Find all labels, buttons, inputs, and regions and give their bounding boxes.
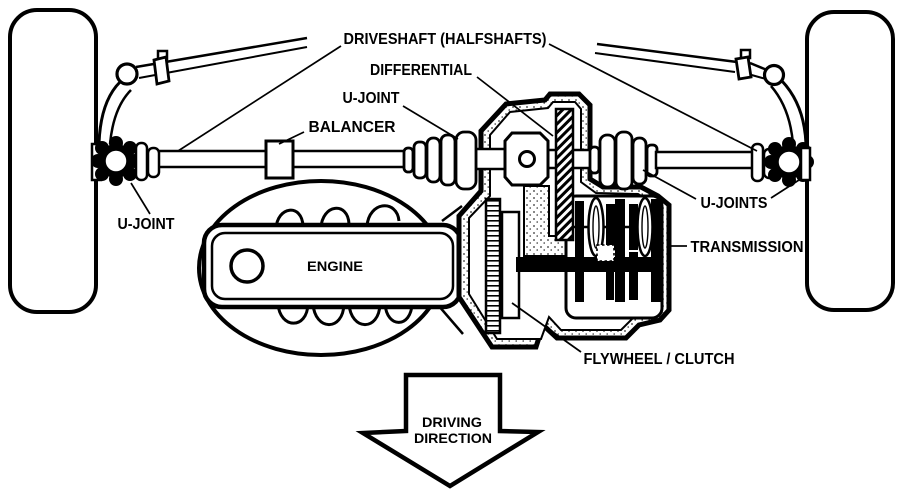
boot-rib xyxy=(425,136,442,184)
flywheel-clutch-label: FLYWHEEL / CLUTCH xyxy=(584,351,735,368)
boot-rib xyxy=(402,146,415,174)
balancer-label: BALANCER xyxy=(309,119,396,136)
engine-runner-3 xyxy=(365,204,401,227)
gear xyxy=(615,236,625,302)
differential-label: DIFFERENTIAL xyxy=(370,62,472,79)
right-tie-rod-end-top xyxy=(749,61,768,72)
gear xyxy=(629,252,638,300)
leader-driveshaft-right xyxy=(548,43,758,152)
left-ball-joint xyxy=(115,62,139,86)
right-axle-shaft xyxy=(654,150,759,170)
boot-rib xyxy=(439,133,457,187)
gear xyxy=(606,204,615,250)
right-hub-plate xyxy=(799,146,812,182)
leader-balancer xyxy=(278,131,305,145)
leader-u-joints-outer xyxy=(770,179,800,199)
right-u-joint xyxy=(750,137,814,187)
synchro-ring-2-inner xyxy=(641,205,649,249)
boot-rib xyxy=(598,133,617,189)
gear xyxy=(651,199,661,255)
leader-driveshaft-left xyxy=(177,45,342,152)
engine-mount-line-bottom xyxy=(437,304,464,335)
gear xyxy=(651,240,661,302)
valve-cover-inner xyxy=(210,231,455,301)
boot-rib xyxy=(454,130,478,191)
synchro-ring-1-inner xyxy=(592,205,600,249)
gear xyxy=(575,201,584,253)
boot-rib xyxy=(412,140,428,180)
right-tie-rod-clamp xyxy=(734,55,753,81)
right-knuckle-inner xyxy=(770,85,795,145)
gear xyxy=(606,252,614,300)
leader-differential xyxy=(476,76,554,137)
right-cv-boot xyxy=(588,130,659,191)
reverse-idler xyxy=(596,244,615,262)
output-shaft xyxy=(516,257,662,272)
flywheel-clutch-assembly xyxy=(484,197,521,335)
arrow-shape xyxy=(355,372,546,489)
gear xyxy=(575,240,584,302)
left-wheel xyxy=(8,8,98,314)
right-knuckle-outer xyxy=(780,79,808,145)
driveshaft-label: DRIVESHAFT (HALFSHAFTS) xyxy=(344,31,547,48)
flywheel-ring-gear xyxy=(484,197,502,335)
leader-flywheel xyxy=(511,302,582,353)
gear xyxy=(629,204,638,250)
gear xyxy=(615,199,625,255)
right-wheel xyxy=(805,10,895,312)
right-tie-rod-top xyxy=(596,42,738,64)
engine-label: ENGINE xyxy=(307,258,363,274)
oil-cap xyxy=(229,248,265,284)
left-tie-rod-clamp xyxy=(152,55,171,86)
leader-u-joints-inner xyxy=(642,169,697,200)
boot-rib xyxy=(631,136,648,186)
left-joint-ring-1 xyxy=(134,141,149,182)
leader-lines xyxy=(130,43,800,353)
right-u-joint-cup xyxy=(775,148,803,176)
leader-u-joint-center xyxy=(402,105,459,140)
diff-pinion-hole xyxy=(518,150,536,168)
left-u-joint xyxy=(90,136,161,186)
left-cv-boot xyxy=(402,130,478,191)
balancer-weight xyxy=(264,139,295,180)
gear-cluster xyxy=(575,199,661,302)
u-joint-left-label: U-JOINT xyxy=(118,216,175,233)
engine-assembly: ENGINE xyxy=(197,179,464,357)
left-knuckle-inner xyxy=(108,89,132,145)
driving-label-line2: DIRECTION xyxy=(414,430,492,446)
boot-rib xyxy=(588,145,601,175)
leader-u-joint-left xyxy=(130,182,151,215)
differential-assembly xyxy=(474,107,596,242)
synchro-ring-2 xyxy=(636,196,654,258)
driving-direction-arrow: DRIVING DIRECTION xyxy=(355,372,546,489)
transmission-label: TRANSMISSION xyxy=(691,239,804,256)
diff-ring-gear xyxy=(554,107,575,242)
u-joints-right-label: U-JOINTS xyxy=(701,195,768,212)
left-u-joint-cup xyxy=(102,147,130,175)
driving-label-line1: DRIVING xyxy=(422,414,482,430)
left-joint-ring-2 xyxy=(146,146,161,179)
left-knuckle-outer xyxy=(97,80,122,144)
left-steering-linkage xyxy=(97,36,308,145)
u-joint-center-label: U-JOINT xyxy=(343,90,400,107)
engine-mount-line-top xyxy=(441,205,463,222)
right-steering-linkage xyxy=(594,42,808,145)
left-driveshaft xyxy=(156,130,478,191)
transmission-assembly xyxy=(516,194,664,320)
right-driveshaft xyxy=(588,130,759,191)
right-tie-rod-bottom xyxy=(594,52,736,73)
boot-rib xyxy=(614,130,634,191)
synchro-ring-1 xyxy=(587,196,605,258)
right-ball-joint xyxy=(762,63,786,87)
